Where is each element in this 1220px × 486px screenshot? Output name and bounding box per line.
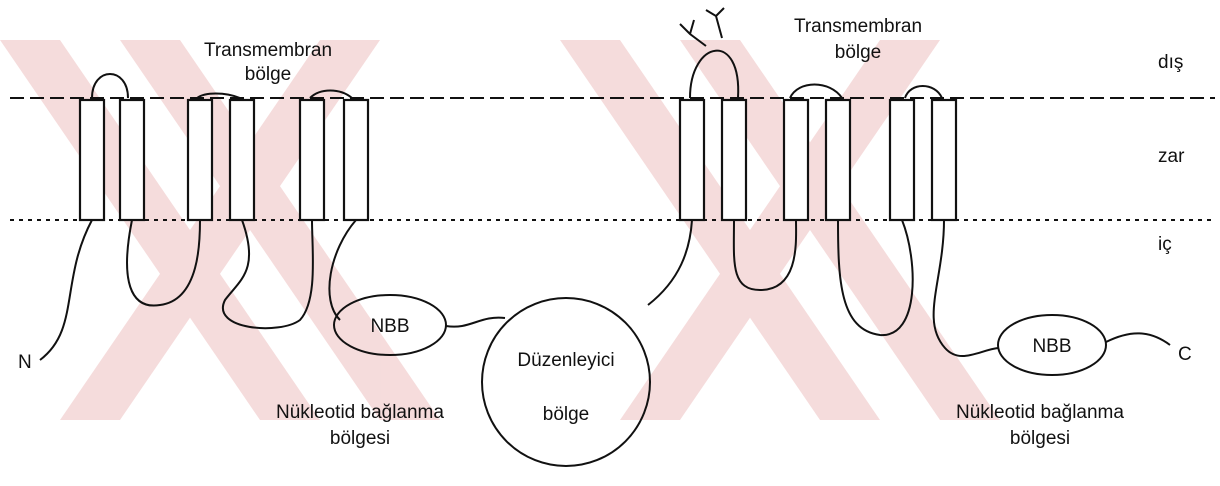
tm-right-label-line1: Transmembran	[794, 16, 922, 37]
nbd-site-left-line1: Nükleotid bağlanma	[276, 402, 444, 423]
nbd-right-label: NBB	[1032, 336, 1071, 357]
regulatory-label-line2: bölge	[543, 404, 590, 425]
regulatory-domain-circle	[482, 298, 650, 466]
tm-left-label-line1: Transmembran	[204, 40, 332, 61]
n-terminus-label: N	[18, 352, 32, 373]
glycosylation-branch-2	[706, 8, 724, 38]
nbd-to-regulatory-link	[446, 318, 505, 327]
c-terminus-label: C	[1178, 344, 1192, 365]
regulatory-to-tm2-link	[648, 220, 692, 305]
nbd-left-label: NBB	[370, 316, 409, 337]
inside-label: iç	[1158, 234, 1172, 255]
nbd-site-right-line1: Nükleotid bağlanma	[956, 402, 1124, 423]
nbd-site-right-line2: bölgesi	[1010, 428, 1070, 449]
n-terminal-tail	[40, 220, 92, 360]
tm-right-label-line2: bölge	[835, 42, 882, 63]
outside-label: dış	[1158, 52, 1183, 73]
nbd-site-left-line2: bölgesi	[330, 428, 390, 449]
regulatory-label-line1: Düzenleyici	[517, 350, 614, 371]
c-terminal-tail	[1106, 333, 1170, 345]
tm-left-label-line2: bölge	[245, 64, 292, 85]
membrane-label: zar	[1158, 146, 1185, 167]
